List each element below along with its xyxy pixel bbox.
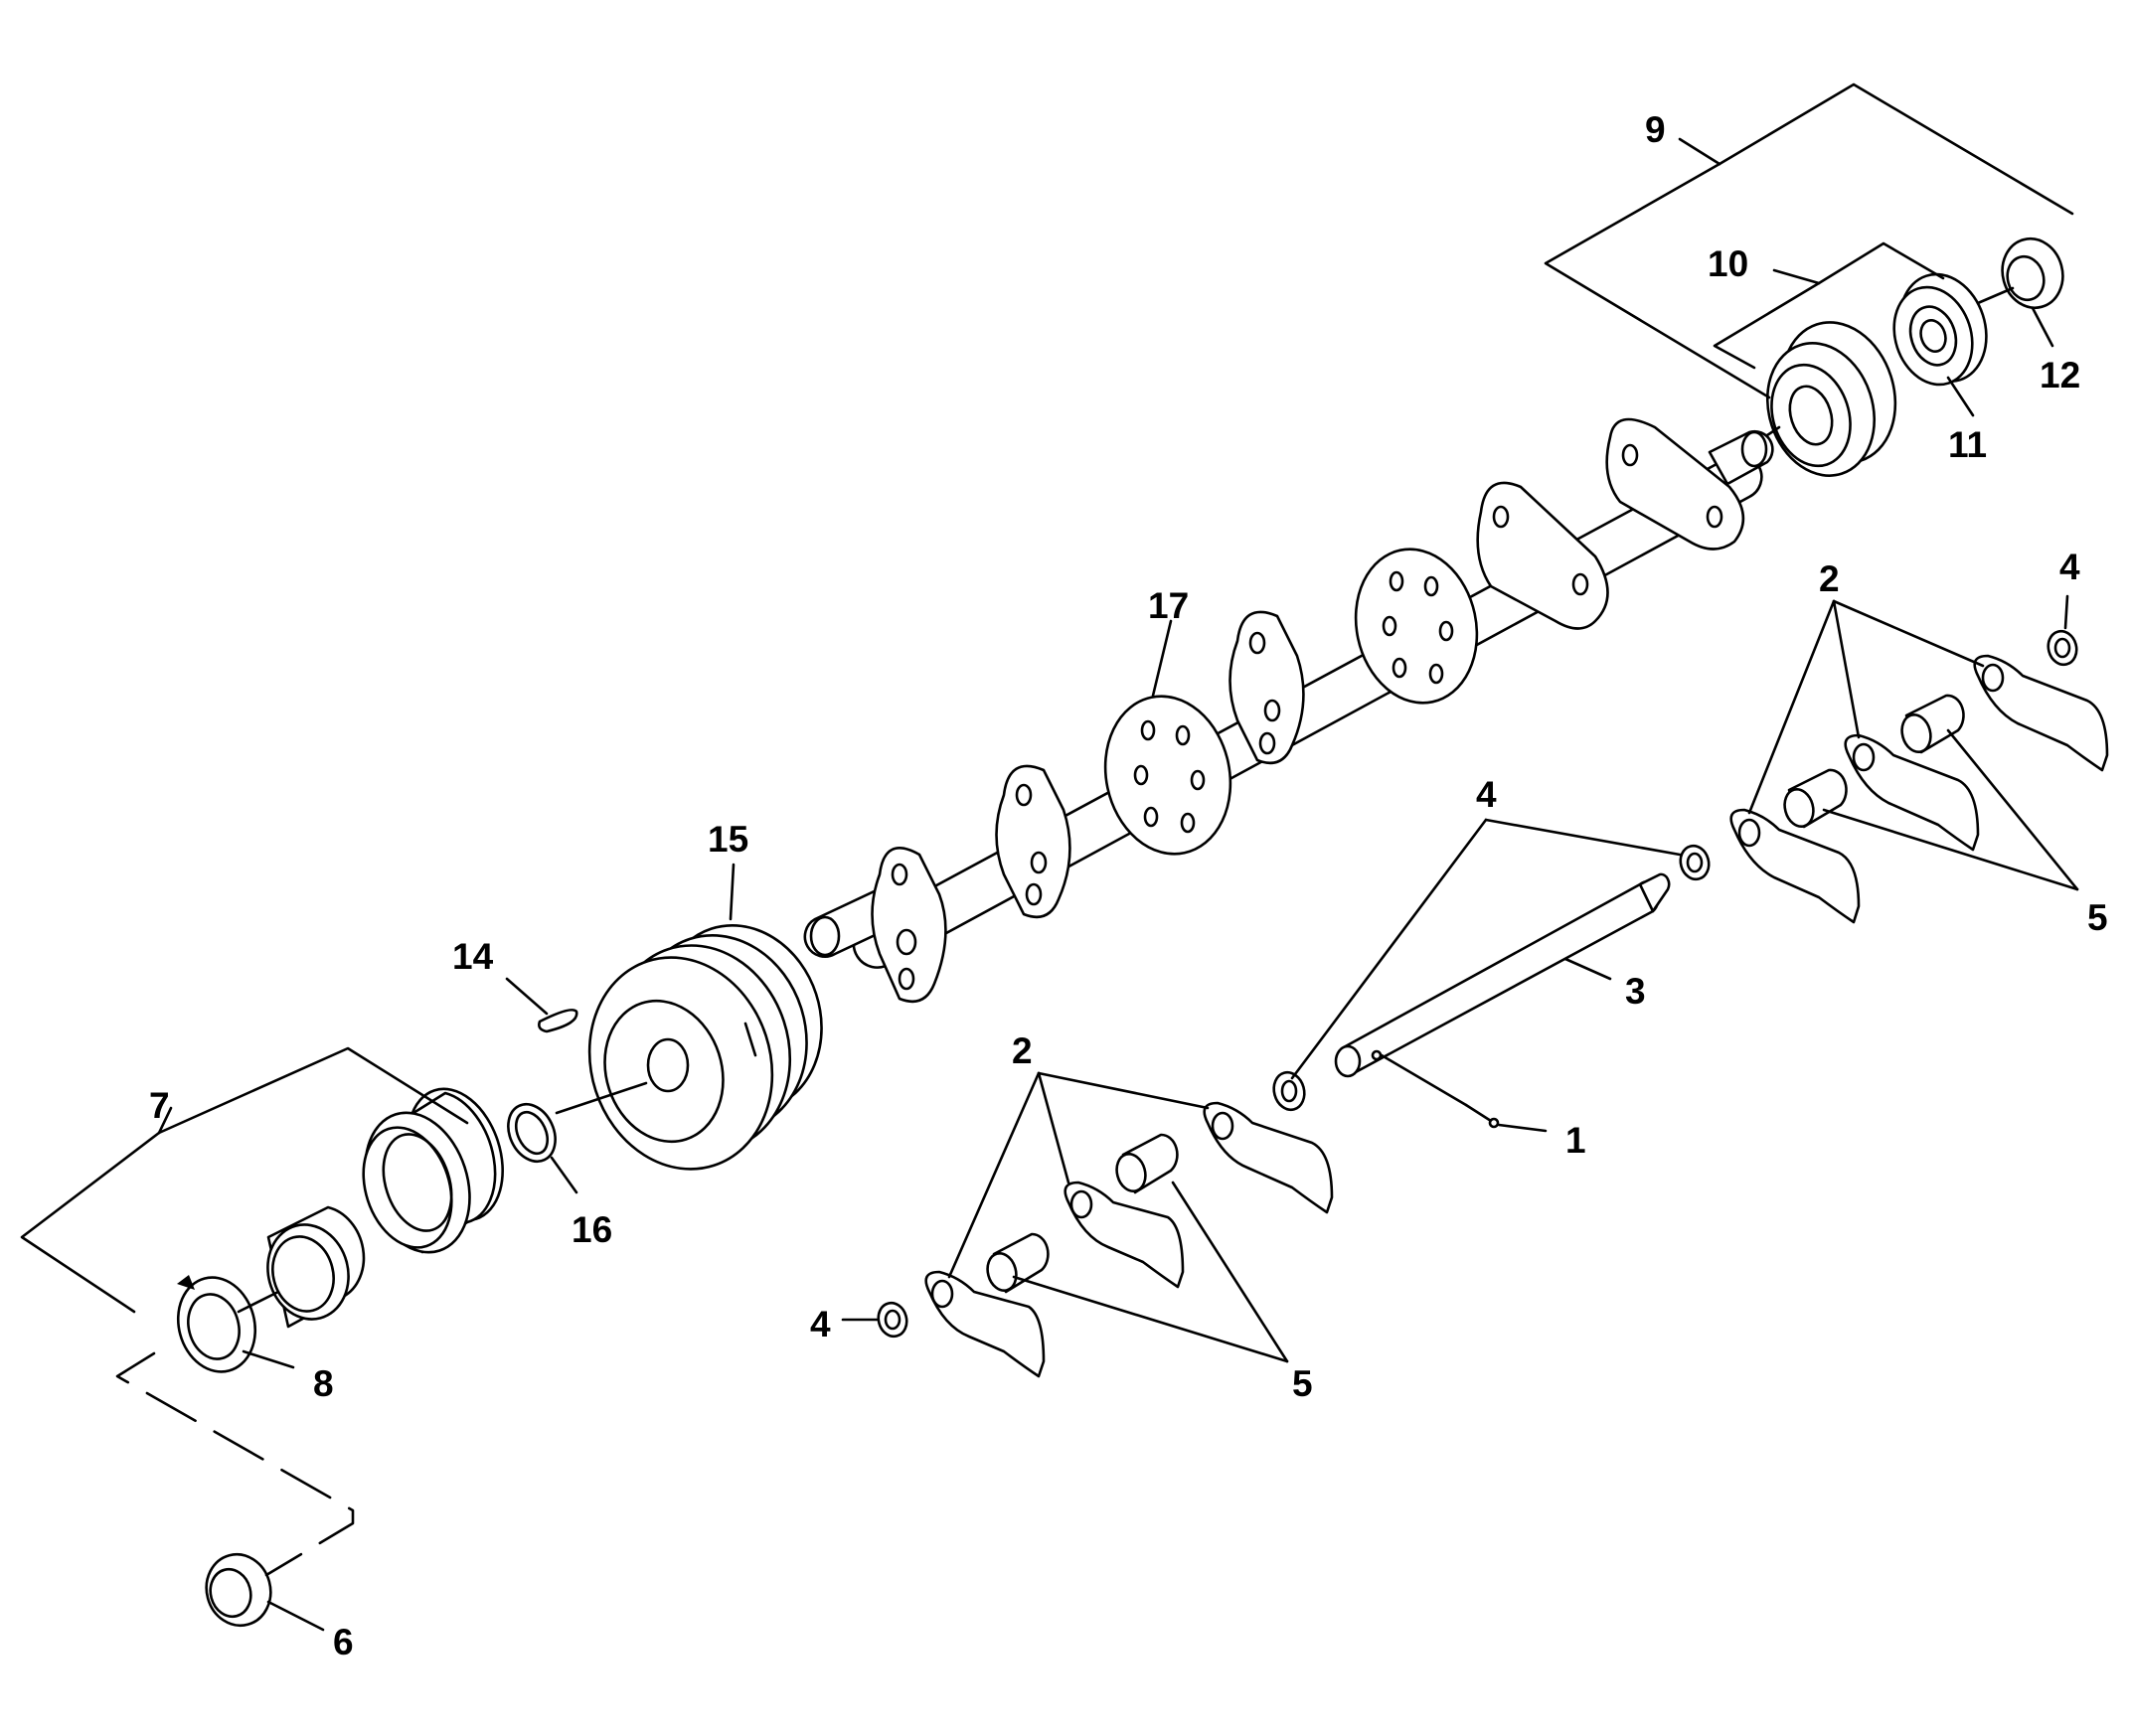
callout-4-bottom-left: 4 (810, 1304, 831, 1344)
callout-16: 16 (572, 1209, 612, 1250)
callout-4-center: 4 (1476, 774, 1497, 815)
shaft-flange-3 (1228, 610, 1305, 765)
lever-2-bottom-b (1064, 1181, 1185, 1289)
shaft-left-end (809, 915, 841, 957)
callout-labels: 1 2 2 3 4 4 4 5 5 6 7 8 9 10 11 12 14 15… (149, 109, 2108, 1662)
callout-4-top-right: 4 (2059, 547, 2080, 587)
callout-1: 1 (1565, 1120, 1586, 1161)
shaft-flange-4 (1476, 481, 1609, 630)
leader-lines (20, 82, 2079, 1632)
bearing-11 (1892, 272, 1988, 387)
lever-2-bottom-a (924, 1270, 1046, 1378)
callout-2-bottom: 2 (1012, 1030, 1033, 1071)
lever-2-right-b (1844, 733, 1980, 852)
callout-12: 12 (2040, 355, 2080, 395)
snap-ring-16 (507, 1102, 557, 1164)
shaft-flange-5 (1605, 417, 1745, 551)
callout-8: 8 (313, 1363, 334, 1404)
collar-6 (205, 1552, 272, 1628)
callout-3: 3 (1625, 971, 1646, 1012)
lever-2-right-a (1729, 808, 1861, 924)
axis-line-1 (555, 1081, 648, 1115)
callout-2-right: 2 (1819, 558, 1840, 599)
callout-10: 10 (1708, 243, 1748, 284)
callout-5-right: 5 (2087, 897, 2108, 938)
bearing-housing (362, 1087, 504, 1254)
bearing-sleeve (266, 1205, 366, 1329)
collar-8 (176, 1275, 257, 1373)
shaft-flange-2 (995, 764, 1071, 919)
callout-15: 15 (708, 819, 748, 860)
shaft-right-end (1740, 430, 1768, 468)
callout-17: 17 (1148, 585, 1189, 626)
lever-2-right-c (1973, 654, 2109, 772)
bushing-5-right-b (1900, 694, 1965, 754)
washer-4-right-rod (1679, 844, 1711, 881)
rod-3 (1334, 872, 1671, 1078)
callout-5-bottom: 5 (1292, 1363, 1313, 1404)
axis-line-2 (237, 1290, 280, 1314)
lever-2-bottom-c (1203, 1101, 1334, 1214)
pin-1 (1380, 1053, 1500, 1129)
bushing-5-right-a (1783, 768, 1848, 829)
shaft-assembly (803, 417, 1774, 1004)
key-14 (538, 1009, 578, 1033)
pulley-15 (587, 924, 823, 1171)
callout-7: 7 (149, 1085, 170, 1126)
bearing-housing-10 (1765, 321, 1897, 477)
shaft-flange-1 (871, 847, 947, 1004)
bushing-5-bottom-b (1115, 1133, 1179, 1194)
washer-4-left-rod (1272, 1070, 1306, 1112)
axis-line-3 (1765, 425, 1781, 437)
washer-4-bottom-left (877, 1301, 908, 1339)
callout-9: 9 (1645, 109, 1666, 150)
washer-4-top-right (2047, 629, 2078, 667)
callout-6: 6 (333, 1622, 354, 1662)
collar-12 (2001, 237, 2064, 309)
bushing-5-bottom-a (986, 1232, 1050, 1294)
axis-line-4 (1976, 286, 2015, 305)
shaft-round-flange-1 (1103, 695, 1232, 856)
shaft-tube (852, 453, 1763, 969)
callout-14: 14 (452, 936, 494, 977)
callout-11: 11 (1948, 424, 1987, 465)
shaft-round-flange-2 (1354, 548, 1479, 705)
